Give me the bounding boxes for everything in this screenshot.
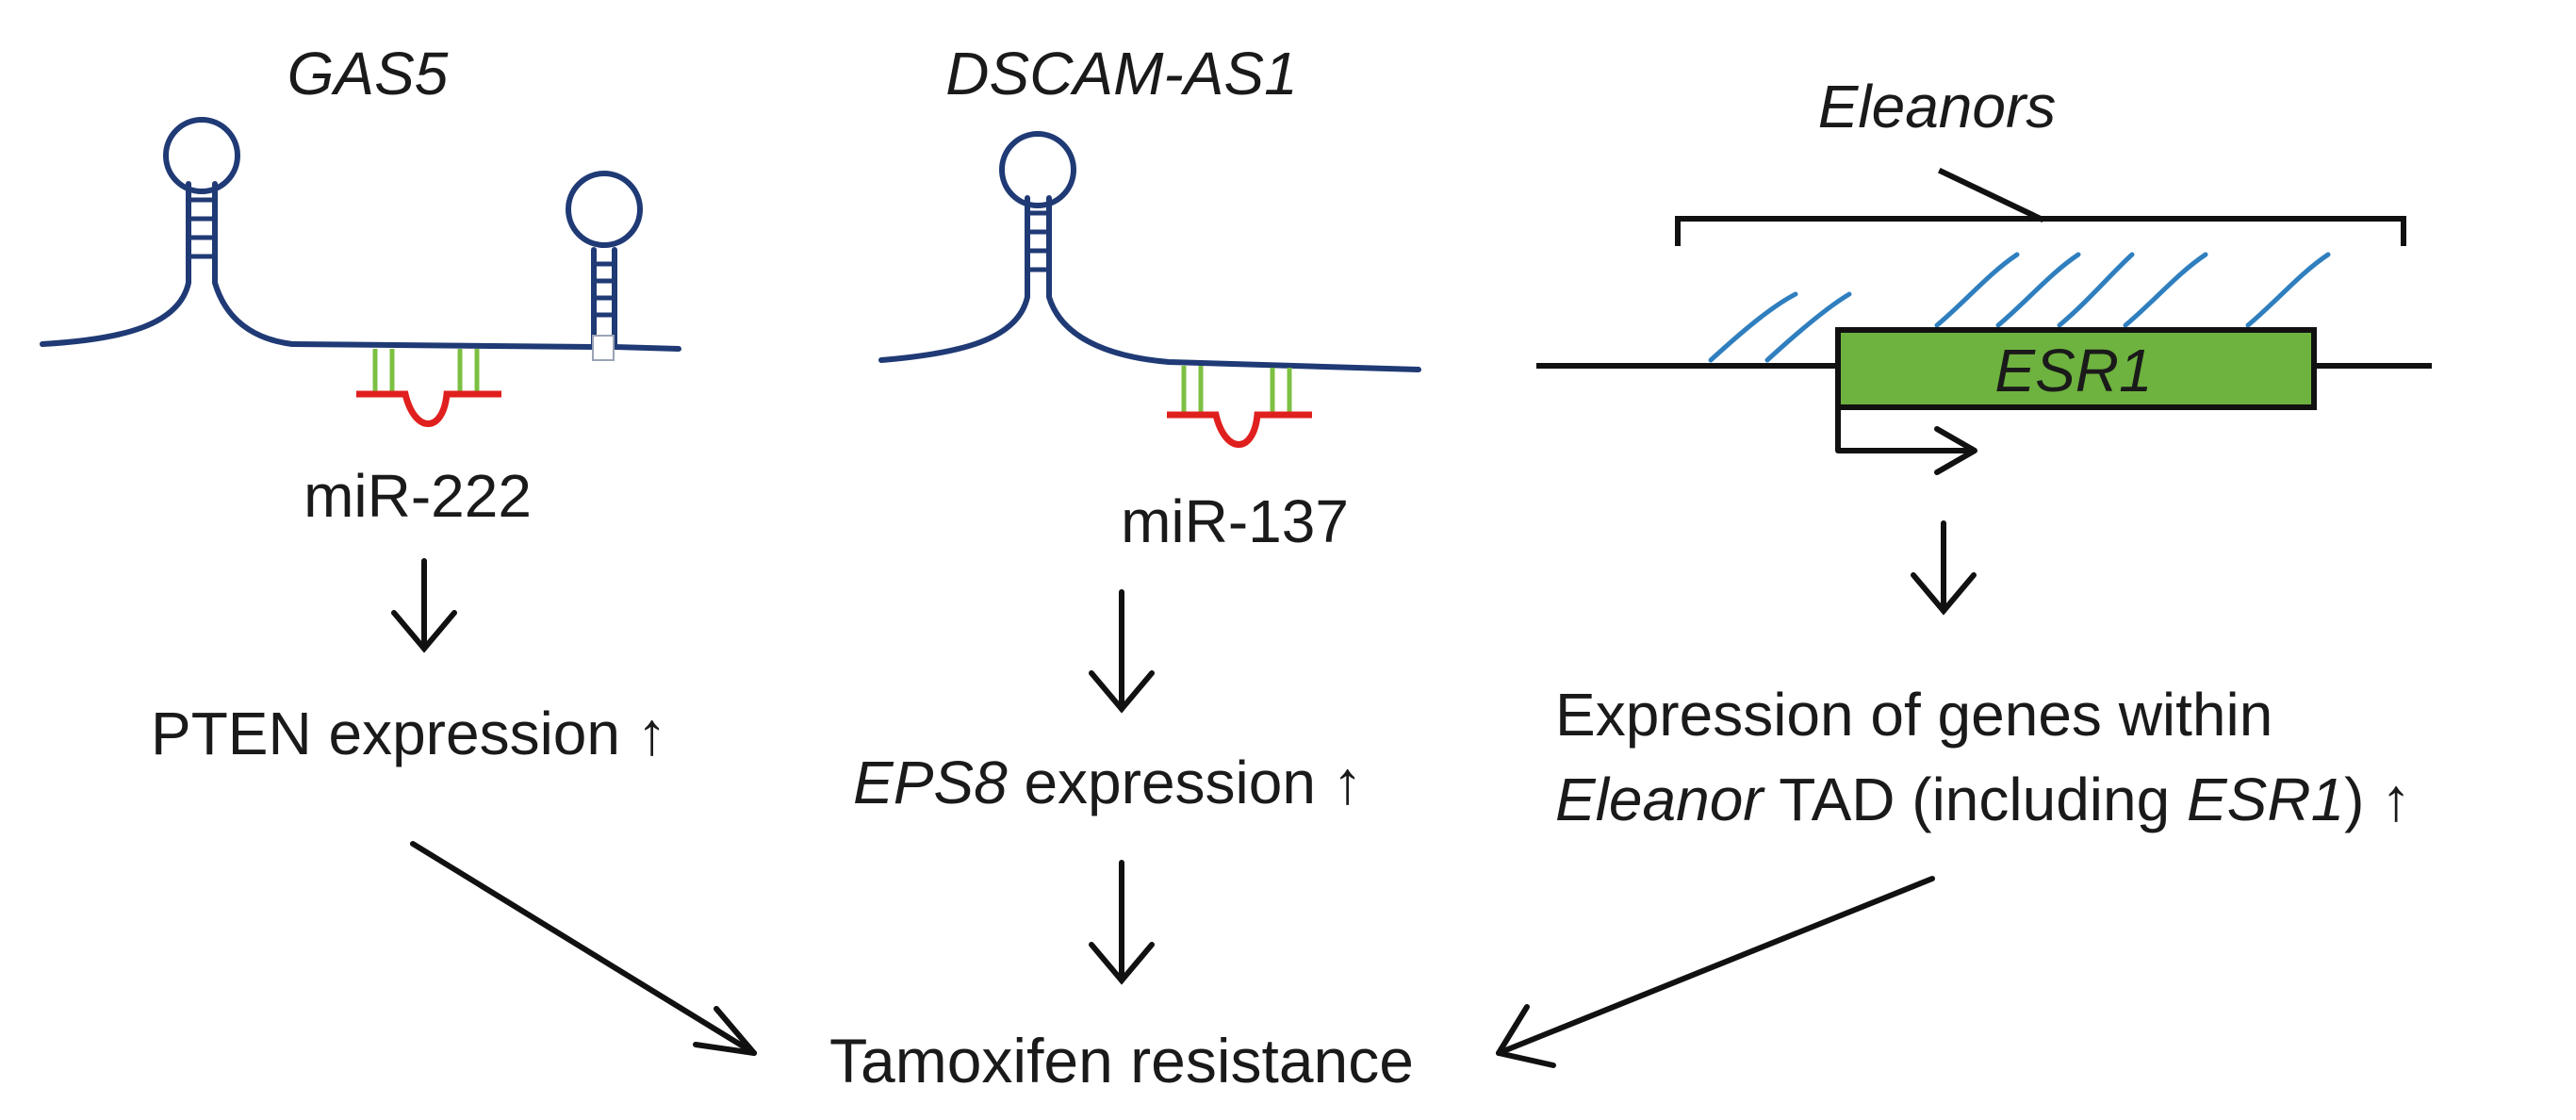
dscam-title: DSCAM-AS1 (945, 40, 1297, 107)
gas5-mirna-pairing (372, 349, 480, 394)
eleanors-effect-line-2: Eleanor TAD (including ESR1) ↑ (1555, 766, 2411, 833)
eleanors-title: Eleanors (1818, 73, 2057, 140)
eleanor-transcripts (1708, 252, 2331, 363)
dscam-mirna-strand (1167, 411, 1312, 448)
dscam-mirna-pairing (1181, 366, 1292, 415)
gas5-to-outcome-arrow (410, 841, 757, 1056)
gas5-mirna-label: miR-222 (304, 462, 532, 530)
gas5-title: GAS5 (287, 40, 449, 107)
dscam-down-arrow-2 (1089, 860, 1155, 985)
esr1-gene-box (1835, 327, 2317, 410)
gas5-hairpin-2-stem (591, 261, 617, 318)
gas5-rna-structure (40, 117, 681, 352)
dscam-effect-gene: EPS8 (853, 749, 1008, 816)
dscam-rna-structure (878, 131, 1421, 372)
dscam-effect-label: EPS8 expression ↑ (853, 749, 1363, 816)
outcome-label: Tamoxifen resistance (829, 1026, 1414, 1095)
gas5-panel: GAS5 (40, 40, 681, 767)
dscam-panel: DSCAM-AS1 miR-137 EPS8 expressio (853, 40, 1421, 985)
dscam-mirna-label: miR-137 (1121, 487, 1349, 555)
eleanors-effect-line-2-tad: TAD (including (1764, 766, 2187, 833)
eleanors-to-outcome-arrow (1496, 876, 1935, 1068)
eleanors-effect-line-1: Expression of genes within (1555, 681, 2272, 749)
dscam-down-arrow-1 (1089, 589, 1155, 714)
eleanors-down-arrow (1911, 520, 1977, 616)
gas5-hairpin-base-box (592, 335, 615, 361)
esr1-gene-label: ESR1 (1994, 337, 2152, 404)
dscam-hairpin-stem (1025, 210, 1052, 272)
gas5-effect-label: PTEN expression ↑ (151, 700, 667, 767)
dscam-effect-rest: expression ↑ (1008, 749, 1363, 816)
gas5-down-arrow (391, 558, 457, 653)
eleanors-effect-line-2-esr1: ESR1 (2187, 766, 2344, 833)
eleanors-effect-line-2-end: ) ↑ (2344, 766, 2411, 833)
eleanors-effect-line-2-eleanor: Eleanor (1555, 766, 1765, 833)
esr1-tss-arrow (1835, 404, 1977, 475)
gas5-mirna-strand (356, 390, 501, 427)
eleanors-region-bracket (1675, 168, 2406, 246)
gas5-hairpin-1-stem (186, 197, 218, 259)
eleanors-panel: Eleanors ESR1 Expression of ge (1536, 73, 2432, 833)
